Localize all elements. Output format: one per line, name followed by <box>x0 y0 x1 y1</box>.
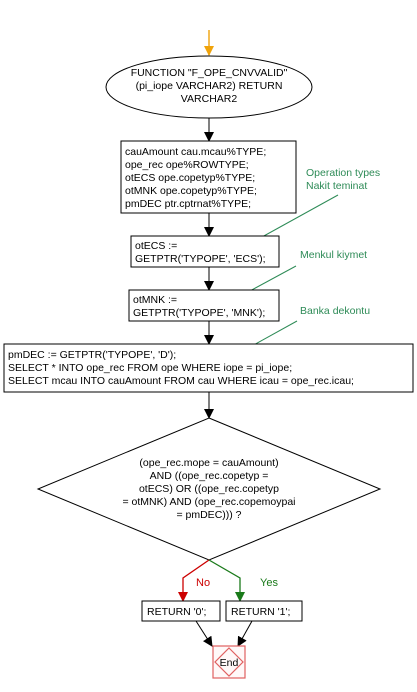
start-line-3: VARCHAR2 <box>181 93 238 105</box>
assign-mnk-line-1: otMNK := <box>133 294 177 306</box>
return-zero-box: RETURN '0'; <box>141 600 221 622</box>
arrow-return-zero-to-end <box>195 620 213 647</box>
yes-branch-arrow <box>208 559 245 602</box>
return-one-text: RETURN '1'; <box>231 606 290 618</box>
arrow-return-one-to-end <box>237 620 253 647</box>
decl-line-5: pmDEC ptr.cptrnat%TYPE; <box>125 198 251 210</box>
no-branch-arrow <box>178 559 210 602</box>
start-line-1: FUNCTION "F_OPE_CNVVALID" <box>131 67 288 79</box>
note-operation-types-1: Operation types <box>306 167 380 179</box>
end-node: End <box>212 645 246 679</box>
decl-line-3: otECS ope.copetyp%TYPE; <box>125 172 255 184</box>
no-label: No <box>196 577 210 589</box>
note-banka-dekontu: Banka dekontu <box>300 305 370 317</box>
assign-ecs-box: otECS := GETPTR('TYPOPE', 'ECS'); <box>130 235 280 268</box>
assign-ecs-line-1: otECS := <box>135 240 177 252</box>
assign-mnk-line-2: GETPTR('TYPOPE', 'MNK'); <box>133 307 265 319</box>
end-label: End <box>220 657 239 669</box>
decl-line-2: ope_rec ope%ROWTYPE; <box>125 159 249 171</box>
note-operation-types-2: Nakit teminat <box>306 180 367 192</box>
return-one-box: RETURN '1'; <box>225 600 303 622</box>
assign-ecs-line-2: GETPTR('TYPOPE', 'ECS'); <box>135 253 266 265</box>
start-node: FUNCTION "F_OPE_CNVVALID" (pi_iope VARCH… <box>105 55 313 119</box>
yes-label: Yes <box>260 577 278 589</box>
note-connector-menkul <box>247 265 297 293</box>
note-connector-operation-types <box>261 194 339 238</box>
note-menkul-kiymet: Menkul kiymet <box>300 249 367 261</box>
decision-line-4: = otMNK) AND (ope_rec.copemoypai <box>122 496 295 508</box>
decision-line-2: AND ((ope_rec.copetyp = <box>150 470 269 482</box>
assign-mnk-box: otMNK := GETPTR('TYPOPE', 'MNK'); <box>128 289 280 322</box>
decision-line-1: (ope_rec.mope = cauAmount) <box>139 457 278 469</box>
start-line-2: (pi_iope VARCHAR2) RETURN <box>136 80 283 92</box>
decision-line-3: otECS) OR ((ope_rec.copetyp <box>139 483 279 495</box>
declarations-box: cauAmount cau.mcau%TYPE; ope_rec ope%ROW… <box>120 140 297 214</box>
decision-line-5: = pmDEC))) ? <box>176 509 241 521</box>
query-line-3: SELECT mcau INTO cauAmount FROM cau WHER… <box>8 375 354 387</box>
query-line-1: pmDEC := GETPTR('TYPOPE', 'D'); <box>8 349 176 361</box>
decision-node: (ope_rec.mope = cauAmount) AND ((ope_rec… <box>36 417 382 561</box>
decl-line-1: cauAmount cau.mcau%TYPE; <box>125 146 266 158</box>
return-zero-text: RETURN '0'; <box>147 606 206 618</box>
note-connector-banka <box>249 320 298 348</box>
decl-line-4: otMNK ope.copetyp%TYPE; <box>125 185 257 197</box>
queries-box: pmDEC := GETPTR('TYPOPE', 'D'); SELECT *… <box>3 343 414 393</box>
query-line-2: SELECT * INTO ope_rec FROM ope WHERE iop… <box>8 362 292 374</box>
